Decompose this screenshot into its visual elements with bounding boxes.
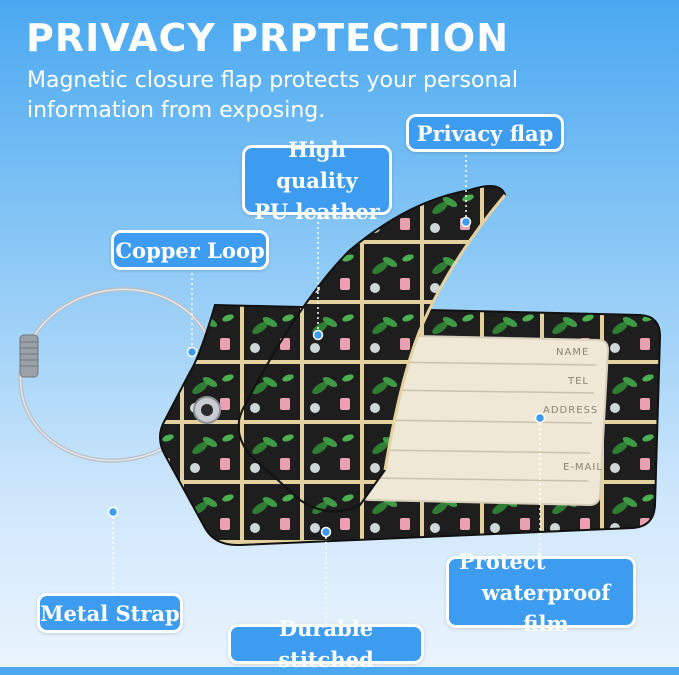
callout-pu-leather: High quality PU leather xyxy=(242,137,392,224)
callout-durable-stitched-label: Durable stitched xyxy=(278,616,374,672)
callout-waterproof-film-line2: waterproof film xyxy=(481,579,611,636)
card-field-email: E-MAIL xyxy=(563,462,603,473)
page-title: PRIVACY PRPTECTION xyxy=(26,16,510,60)
callout-pu-leather-line2: PU leather xyxy=(254,198,380,224)
callout-pu-leather-line1: High quality xyxy=(276,136,358,193)
card-field-address: ADDRESS xyxy=(543,405,599,416)
card-field-name: NAME xyxy=(556,347,590,358)
callout-metal-strap: Metal Strap xyxy=(37,593,183,633)
callout-durable-stitched: Durable stitched xyxy=(228,616,424,672)
card-field-tel: TEL xyxy=(568,376,589,387)
callout-waterproof-film-line1: Protect xyxy=(459,548,546,574)
callout-waterproof-film: Protect waterproof film xyxy=(446,549,636,636)
callout-metal-strap-label: Metal Strap xyxy=(40,600,180,626)
callout-copper-loop: Copper Loop xyxy=(111,230,269,270)
callout-privacy-flap: Privacy flap xyxy=(406,114,564,152)
callout-copper-loop-label: Copper Loop xyxy=(115,237,265,263)
callout-privacy-flap-label: Privacy flap xyxy=(416,120,554,146)
page-subtitle: Magnetic closure flap protects your pers… xyxy=(27,68,518,123)
